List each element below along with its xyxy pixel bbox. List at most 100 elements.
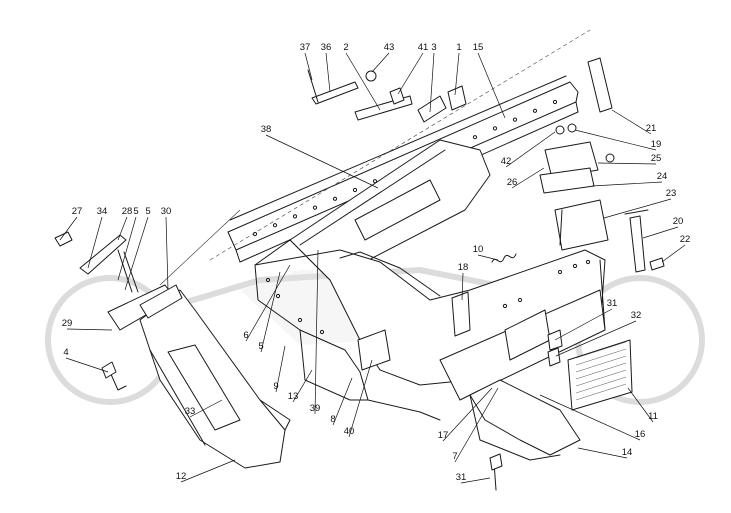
- callout-leader-line: [397, 52, 424, 95]
- mounting-hole: [532, 108, 538, 113]
- callout-leader-line: [477, 254, 499, 261]
- callout-number: 8: [330, 414, 335, 425]
- callout-leader-line: [642, 226, 679, 239]
- mounting-hole: [557, 269, 563, 275]
- callout-leader-line: [555, 320, 637, 357]
- callout-leader-line: [348, 359, 373, 438]
- mounting-hole: [502, 303, 508, 309]
- callout-number: 13: [288, 391, 299, 402]
- callout-number: 29: [62, 318, 73, 329]
- plate-rib: [575, 341, 627, 359]
- callout-number: 40: [344, 426, 355, 437]
- top-small-parts: [307, 69, 467, 123]
- callout-leader-line: [65, 357, 109, 373]
- callout-number: 24: [657, 171, 668, 182]
- callout-number: 42: [501, 156, 512, 167]
- callout-number: 4: [63, 347, 68, 358]
- callout-number: 19: [651, 139, 662, 150]
- callout-leader-line: [574, 129, 657, 151]
- callout-number: 3: [431, 42, 436, 53]
- callout-number: 43: [384, 42, 395, 53]
- callout-number: 5: [145, 206, 150, 217]
- callout-leader-line: [511, 167, 545, 189]
- front-bumper-panel: [107, 284, 291, 469]
- callout-number: 5: [133, 206, 138, 217]
- callout-number: 27: [72, 206, 83, 217]
- callout-leader-line: [180, 459, 236, 483]
- plate-rib: [575, 383, 627, 401]
- callout-leader-line: [627, 387, 654, 423]
- callout-leader-line: [442, 387, 493, 442]
- callout-leader-line: [591, 181, 663, 187]
- callout-number: 34: [97, 206, 108, 217]
- mounting-hole: [492, 126, 498, 131]
- callout-leader-line: [275, 345, 286, 393]
- callout-number: 28: [122, 206, 133, 217]
- mounting-hole: [297, 317, 303, 323]
- mounting-hole: [472, 135, 478, 140]
- callout-leader-line: [265, 134, 379, 189]
- callout-number: 11: [648, 411, 658, 422]
- mounting-hole: [352, 187, 358, 193]
- callout-leader-line: [59, 216, 78, 241]
- callout-number: 2: [343, 42, 348, 53]
- callout-number: 1: [456, 42, 461, 53]
- mounting-hole: [517, 297, 523, 303]
- callout-leader-line: [577, 447, 628, 459]
- plate-rib: [575, 355, 627, 373]
- callout-leader-line: [245, 264, 291, 342]
- callout-number: 31: [607, 298, 618, 309]
- callout-number: 10: [473, 244, 484, 255]
- mounting-hole: [552, 99, 558, 105]
- mounting-hole: [572, 263, 578, 269]
- callout-leader-line: [345, 52, 381, 111]
- callout-leader-line: [314, 249, 319, 415]
- center-small-parts: [451, 253, 563, 491]
- callout-number: 32: [631, 310, 642, 321]
- callout-number: 26: [507, 177, 518, 188]
- callout-leader-line: [117, 216, 128, 241]
- callout-leader-line: [477, 52, 506, 119]
- plate-rib: [575, 348, 627, 366]
- callout-number: 31: [456, 472, 467, 483]
- mounting-hole: [332, 196, 338, 201]
- callout-leader-line: [461, 272, 464, 301]
- mounting-hole: [275, 293, 281, 299]
- callout-leader-line: [292, 369, 313, 403]
- mounting-hole: [292, 214, 298, 219]
- callout-number: 17: [438, 430, 449, 441]
- callout-leader-line: [87, 216, 103, 269]
- callout-leader-line: [332, 377, 353, 426]
- callout-leader-line: [371, 52, 390, 73]
- callout-number: 21: [646, 123, 657, 134]
- mounting-hole: [319, 329, 325, 335]
- mounting-hole: [272, 223, 278, 228]
- callout-leader-line: [611, 109, 652, 135]
- callout-number: 20: [673, 216, 684, 227]
- plate-rib: [575, 376, 627, 394]
- callout-leader-line: [597, 162, 657, 165]
- callout-leader-line: [165, 216, 169, 291]
- callout-leader-line: [117, 216, 137, 281]
- callout-number: 12: [176, 471, 187, 482]
- mounting-hole: [585, 259, 591, 265]
- callout-leader-line: [189, 399, 223, 418]
- callout-leader-line: [460, 477, 491, 484]
- callout-number: 5: [258, 341, 263, 352]
- callout-leader-line: [124, 216, 149, 291]
- callout-number: 25: [651, 153, 662, 164]
- mounting-hole: [512, 117, 518, 122]
- callout-leader-line: [454, 52, 460, 96]
- callout-number: 33: [185, 406, 196, 417]
- callout-leader-line: [539, 394, 641, 441]
- callout-leader-line: [260, 271, 281, 353]
- callout-number: 7: [452, 451, 457, 462]
- callout-number: 30: [161, 206, 172, 217]
- callout-number: 37: [300, 42, 311, 53]
- callout-number: 16: [635, 429, 646, 440]
- callout-leader-line: [505, 131, 556, 168]
- rear-bracket-plate: [567, 339, 633, 411]
- callout-leader-line: [66, 328, 113, 331]
- callout-leader-line: [304, 52, 313, 81]
